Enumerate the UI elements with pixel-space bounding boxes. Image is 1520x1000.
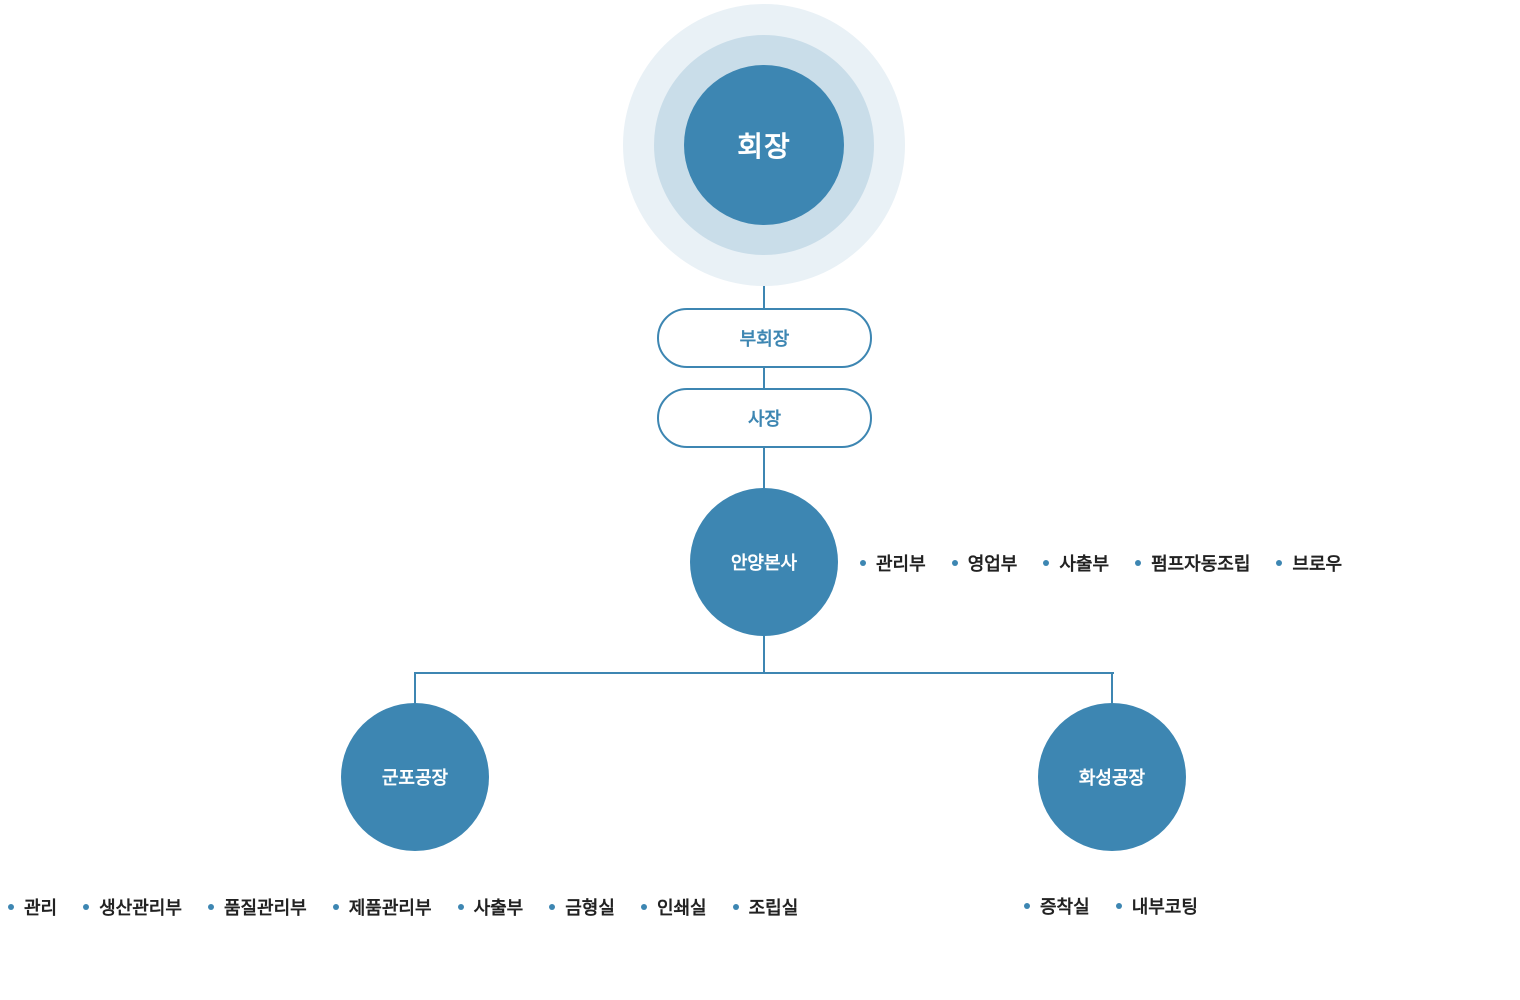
department-item: 조립실	[732, 894, 799, 920]
bullet-icon	[8, 904, 14, 910]
vice-chairman-node: 부회장	[657, 308, 872, 368]
bullet-icon	[549, 904, 556, 910]
department-label: 품질관리부	[223, 898, 307, 919]
department-label: 사출부	[473, 898, 524, 919]
connector-vice-to-president	[763, 364, 765, 388]
department-label: 생산관리부	[99, 898, 182, 919]
department-item: 관리부	[860, 550, 926, 576]
department-item: 금형실	[549, 894, 615, 920]
department-item: 제품관리부	[332, 894, 432, 920]
gunpo-department-list: 관리 생산관리부 품질관리부 제품관리부 사출부 금형실 인쇄실 조립실	[8, 894, 798, 920]
bullet-icon	[457, 904, 464, 910]
department-label: 관리	[24, 898, 58, 919]
department-label: 제품관리부	[348, 898, 432, 919]
headquarters-department-list: 관리부 영업부 사출부 펌프자동조립 브로우	[860, 550, 1342, 576]
vice-chairman-label: 부회장	[739, 329, 790, 350]
gunpo-plant-node: 군포공장	[341, 703, 489, 851]
department-item: 품질관리부	[207, 894, 307, 920]
connector-hq-down	[763, 636, 765, 673]
gunpo-plant-label: 군포공장	[381, 768, 449, 789]
department-item: 사출부	[1043, 550, 1109, 576]
connector-to-hwaseong	[1111, 672, 1113, 703]
bullet-icon	[332, 904, 339, 910]
department-label: 금형실	[565, 898, 615, 919]
bullet-icon	[1024, 903, 1030, 909]
department-label: 내부코팅	[1131, 897, 1198, 918]
department-label: 펌프자동조립	[1151, 554, 1251, 575]
department-label: 브로우	[1292, 554, 1343, 575]
bullet-icon	[83, 904, 90, 910]
department-label: 인쇄실	[656, 898, 707, 919]
president-label: 사장	[747, 409, 782, 430]
hwaseong-plant-label: 화성공장	[1078, 768, 1146, 789]
chairman-label: 회장	[737, 130, 791, 163]
department-label: 사출부	[1059, 554, 1110, 575]
connector-to-gunpo	[414, 672, 416, 703]
connector-president-to-hq	[763, 444, 765, 488]
department-label: 조립실	[748, 898, 799, 919]
connector-horizontal-branch	[414, 672, 1114, 674]
bullet-icon	[1043, 560, 1050, 566]
bullet-icon	[1115, 903, 1122, 909]
bullet-icon	[860, 560, 866, 566]
department-item: 사출부	[457, 894, 524, 920]
department-item: 브로우	[1276, 550, 1342, 576]
headquarters-node: 안양본사	[690, 488, 838, 636]
department-label: 관리부	[876, 554, 926, 575]
bullet-icon	[732, 904, 739, 910]
chairman-node: 회장	[684, 65, 844, 225]
president-node: 사장	[657, 388, 872, 448]
bullet-icon	[951, 560, 958, 566]
bullet-icon	[1276, 560, 1283, 566]
department-label: 증착실	[1040, 897, 1090, 918]
hwaseong-plant-node: 화성공장	[1038, 703, 1186, 851]
department-label: 영업부	[967, 554, 1018, 575]
bullet-icon	[640, 904, 647, 910]
hwaseong-department-list: 증착실 내부코팅	[1024, 893, 1198, 919]
department-item: 관리	[8, 894, 57, 920]
department-item: 내부코팅	[1115, 893, 1198, 919]
bullet-icon	[1135, 560, 1142, 566]
department-item: 증착실	[1024, 893, 1090, 919]
headquarters-label: 안양본사	[730, 553, 798, 574]
department-item: 펌프자동조립	[1135, 550, 1250, 576]
department-item: 인쇄실	[640, 894, 707, 920]
department-item: 생산관리부	[83, 894, 182, 920]
bullet-icon	[207, 904, 214, 910]
department-item: 영업부	[951, 550, 1018, 576]
